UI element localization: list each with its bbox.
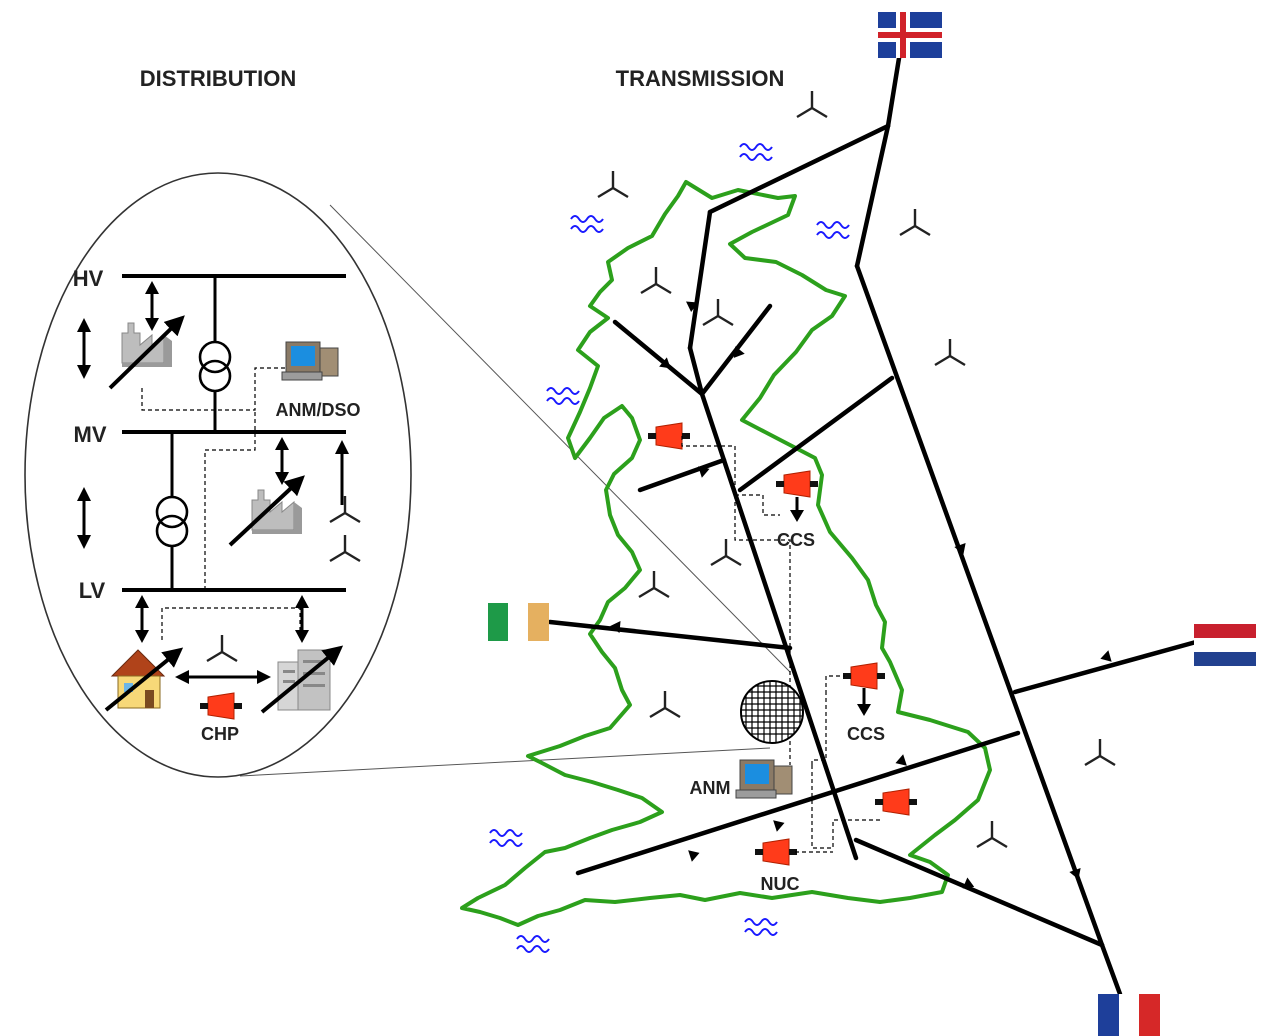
france-flag xyxy=(1098,994,1160,1036)
ccs-generator-icon xyxy=(647,422,691,450)
zoom-line-bottom xyxy=(239,747,771,777)
nuc-label: NUC xyxy=(761,874,800,894)
wave-icon xyxy=(816,221,850,239)
lv-label: LV xyxy=(79,578,106,603)
zoom-area-grid-circle xyxy=(740,680,804,744)
iceland-flag xyxy=(878,12,942,58)
nuclear-generator-icon xyxy=(754,838,798,866)
lv-office-arrow xyxy=(295,595,309,643)
wave-icon xyxy=(489,829,523,847)
hv-double-arrow xyxy=(77,318,91,379)
wave-icon xyxy=(744,918,778,936)
chp-generator-icon xyxy=(199,692,243,720)
wind-turbine-icon xyxy=(648,689,682,719)
wind-turbine-icon xyxy=(933,337,967,367)
mv-lv-transformer xyxy=(155,434,189,588)
wind-turbine-icon xyxy=(1083,737,1117,767)
anm-label: ANM xyxy=(690,778,731,798)
flow-direction-markers xyxy=(610,301,1112,889)
lv-wind-turbine-icon xyxy=(205,633,239,663)
office-building-icon xyxy=(277,649,331,711)
hv-label: HV xyxy=(73,266,104,291)
ccs-storage-arrows xyxy=(790,497,871,716)
mv-bidirectional-arrow xyxy=(275,437,289,485)
anm-dso-computer-icon xyxy=(281,341,339,381)
anm-control-dashed-lines xyxy=(681,436,880,853)
anm-dso-label: ANM/DSO xyxy=(276,400,361,420)
wind-turbine-icon xyxy=(898,207,932,237)
hv-bidirectional-arrow xyxy=(145,281,159,331)
ireland-flag xyxy=(488,603,549,641)
mv-label: MV xyxy=(74,422,107,447)
hv-mv-transformer xyxy=(198,278,232,430)
anm-computer-icon xyxy=(735,759,793,799)
gb-coastline xyxy=(460,180,992,927)
dso-control-dashed-lines xyxy=(141,367,301,640)
ccs-label-north: CCS xyxy=(777,530,815,550)
mv-factory-control-arrow xyxy=(228,475,305,547)
mv-wind-turbine-icon-2 xyxy=(328,533,362,563)
hv-factory-icon xyxy=(121,322,173,368)
mv-double-arrow xyxy=(77,487,91,549)
wind-turbine-icon xyxy=(795,89,829,119)
wave-icon xyxy=(570,215,604,233)
peer-exchange-arrow xyxy=(175,670,271,684)
wind-turbine-icon xyxy=(709,537,743,567)
mv-wind-arrow xyxy=(335,440,349,505)
distribution-header: DISTRIBUTION xyxy=(140,66,296,91)
house-control-arrow xyxy=(104,647,184,712)
hv-factory-control-arrow xyxy=(108,315,185,390)
transmission-header: TRANSMISSION xyxy=(616,66,785,91)
ccs-label-south: CCS xyxy=(847,724,885,744)
wave-icon xyxy=(739,143,773,161)
wave-icon xyxy=(546,387,580,405)
wind-turbine-icon xyxy=(975,819,1009,849)
wave-icon xyxy=(516,935,550,953)
transmission-network xyxy=(547,49,1199,997)
wind-turbine-icon xyxy=(701,297,735,327)
generator-icon xyxy=(874,788,918,816)
netherlands-flag xyxy=(1194,624,1256,666)
chp-label: CHP xyxy=(201,724,239,744)
zoom-line-top xyxy=(329,204,791,673)
office-control-arrow xyxy=(260,645,344,714)
lv-house-arrow xyxy=(135,595,149,643)
ccs-generator-icon xyxy=(775,470,819,498)
distribution-zoom-ellipse xyxy=(24,172,412,778)
ccs-generator-icon xyxy=(842,662,886,690)
mv-factory-icon xyxy=(251,489,303,535)
wind-turbine-icon xyxy=(637,569,671,599)
wind-turbine-icon xyxy=(596,169,630,199)
mv-wind-turbine-icon-1 xyxy=(328,494,362,524)
wind-turbine-icon xyxy=(639,265,673,295)
